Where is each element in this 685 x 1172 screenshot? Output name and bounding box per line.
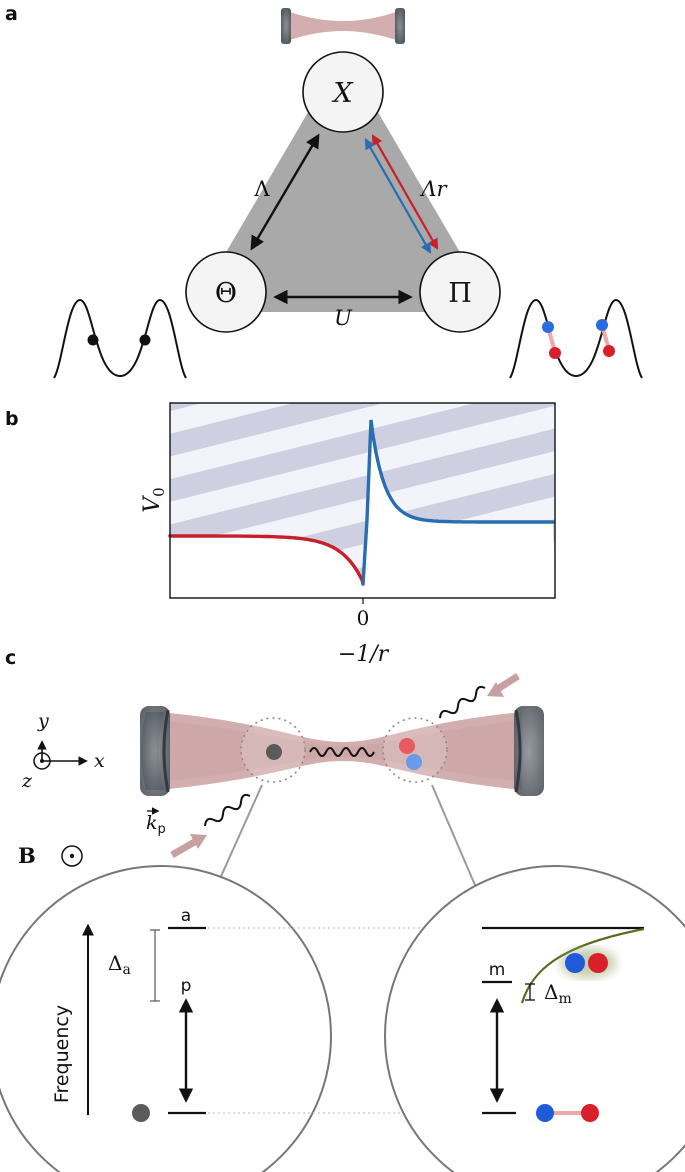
panel-c: c kp bbox=[0, 647, 685, 1172]
cavity-small-beam bbox=[290, 12, 396, 40]
cavity-beam-core bbox=[160, 720, 522, 782]
molecule-blue-right-2 bbox=[596, 319, 608, 331]
atom-ground-left bbox=[132, 1104, 150, 1122]
node-pi-label: Π bbox=[448, 278, 472, 309]
molecule-red-in-cavity bbox=[399, 738, 415, 754]
edge-bottom-label: U bbox=[334, 306, 353, 330]
atom-in-cavity bbox=[266, 744, 282, 760]
bound-state-curve bbox=[520, 927, 645, 1004]
edge-left-arrow bbox=[250, 133, 320, 251]
pump-arrow-right-shaft bbox=[494, 673, 520, 693]
node-theta-label: Θ bbox=[215, 278, 237, 309]
chart-fill-under-curve bbox=[170, 420, 555, 598]
node-x-label: X bbox=[331, 78, 354, 109]
wavevector-label: kp bbox=[146, 807, 166, 837]
molecule-red-right-1 bbox=[549, 347, 561, 359]
panel-b-label: b bbox=[5, 408, 19, 430]
magnetic-field-dot bbox=[69, 853, 75, 859]
zoom-left-circle bbox=[0, 865, 332, 1172]
level-p-label: p bbox=[181, 976, 192, 996]
chart-ylabel-group: V0 bbox=[140, 487, 168, 512]
node-theta bbox=[185, 251, 267, 333]
cavity-small-mirror-left bbox=[281, 8, 291, 44]
zoom-connector-right bbox=[431, 784, 479, 893]
molecule-ground-red bbox=[581, 1104, 599, 1122]
chart-ylabel-main: V bbox=[140, 495, 165, 513]
panel-a-label: a bbox=[5, 3, 18, 25]
magnetic-field-label: B bbox=[18, 843, 36, 868]
axis-z-label: z bbox=[21, 770, 33, 792]
chart-ylabel: V0 bbox=[140, 487, 168, 512]
axis-x-label: x bbox=[94, 750, 105, 772]
molecule-blue-in-cavity bbox=[406, 754, 422, 770]
molecule-ground-blue bbox=[536, 1104, 554, 1122]
lattice-potential-right bbox=[509, 298, 643, 379]
pump-photon-right bbox=[439, 685, 486, 719]
chart-series-left bbox=[168, 534, 365, 586]
chart-ylabel-sub: 0 bbox=[150, 487, 168, 497]
node-x bbox=[302, 51, 384, 133]
cavity-small-mirror-right bbox=[395, 8, 405, 44]
delta-m-label: Δm bbox=[544, 980, 572, 1007]
chart-plot-area bbox=[168, 419, 555, 598]
molecule-red-right-2 bbox=[603, 345, 615, 357]
panel-b: b 0 −1/r V0 bbox=[5, 402, 556, 667]
frequency-label: Frequency bbox=[51, 1005, 73, 1103]
molecule-blue-zoom bbox=[565, 953, 585, 973]
pump-photon-left bbox=[204, 793, 251, 827]
cavity-small bbox=[281, 8, 405, 44]
pump-arrow-left-shaft bbox=[170, 836, 200, 859]
pump-arrow-right-head bbox=[487, 682, 504, 697]
coordinate-axes: y x z bbox=[21, 710, 105, 792]
node-pi bbox=[419, 251, 501, 333]
zoom-left: Frequency a p Δa bbox=[0, 865, 332, 1172]
delta-a-label: Δa bbox=[108, 951, 131, 978]
chart-xtick-label: 0 bbox=[357, 606, 370, 630]
molecule-blue-right-1 bbox=[542, 321, 554, 333]
cavity-photon-wave bbox=[309, 747, 375, 757]
mirror-right bbox=[514, 706, 544, 796]
level-m-label: m bbox=[489, 960, 506, 980]
lattice-potential-left bbox=[53, 298, 187, 379]
molecule-red-zoom bbox=[588, 953, 608, 973]
zoom-right: m Δm bbox=[384, 865, 685, 1172]
edge-right-arrow-blue bbox=[364, 138, 432, 254]
chart-series-right bbox=[361, 419, 555, 586]
axis-z-circle bbox=[33, 752, 51, 770]
pump-arrow-left-head bbox=[190, 834, 207, 849]
region-molecule bbox=[382, 717, 448, 783]
edge-right-label: Λr bbox=[419, 177, 448, 201]
wavevector-k: kp bbox=[146, 812, 166, 837]
magnetic-field-circle bbox=[61, 845, 83, 867]
axis-z-dot bbox=[40, 759, 44, 763]
zoom-connector-left bbox=[213, 784, 263, 893]
level-a-label: a bbox=[181, 906, 191, 926]
chart-xlabel: −1/r bbox=[338, 642, 390, 667]
mirror-left bbox=[140, 706, 170, 796]
zoom-right-circle bbox=[384, 865, 685, 1172]
frequency-label-group: Frequency bbox=[51, 1005, 73, 1103]
panel-c-label: c bbox=[5, 647, 16, 669]
cavity-beam bbox=[160, 712, 522, 790]
axis-y-label: y bbox=[37, 710, 49, 732]
edge-left-label: Λ bbox=[253, 177, 270, 201]
panel-a: a X Θ Π Λ Λr U bbox=[5, 3, 643, 379]
atom-dot-left-2 bbox=[139, 334, 151, 346]
atom-dot-left-1 bbox=[87, 334, 99, 346]
